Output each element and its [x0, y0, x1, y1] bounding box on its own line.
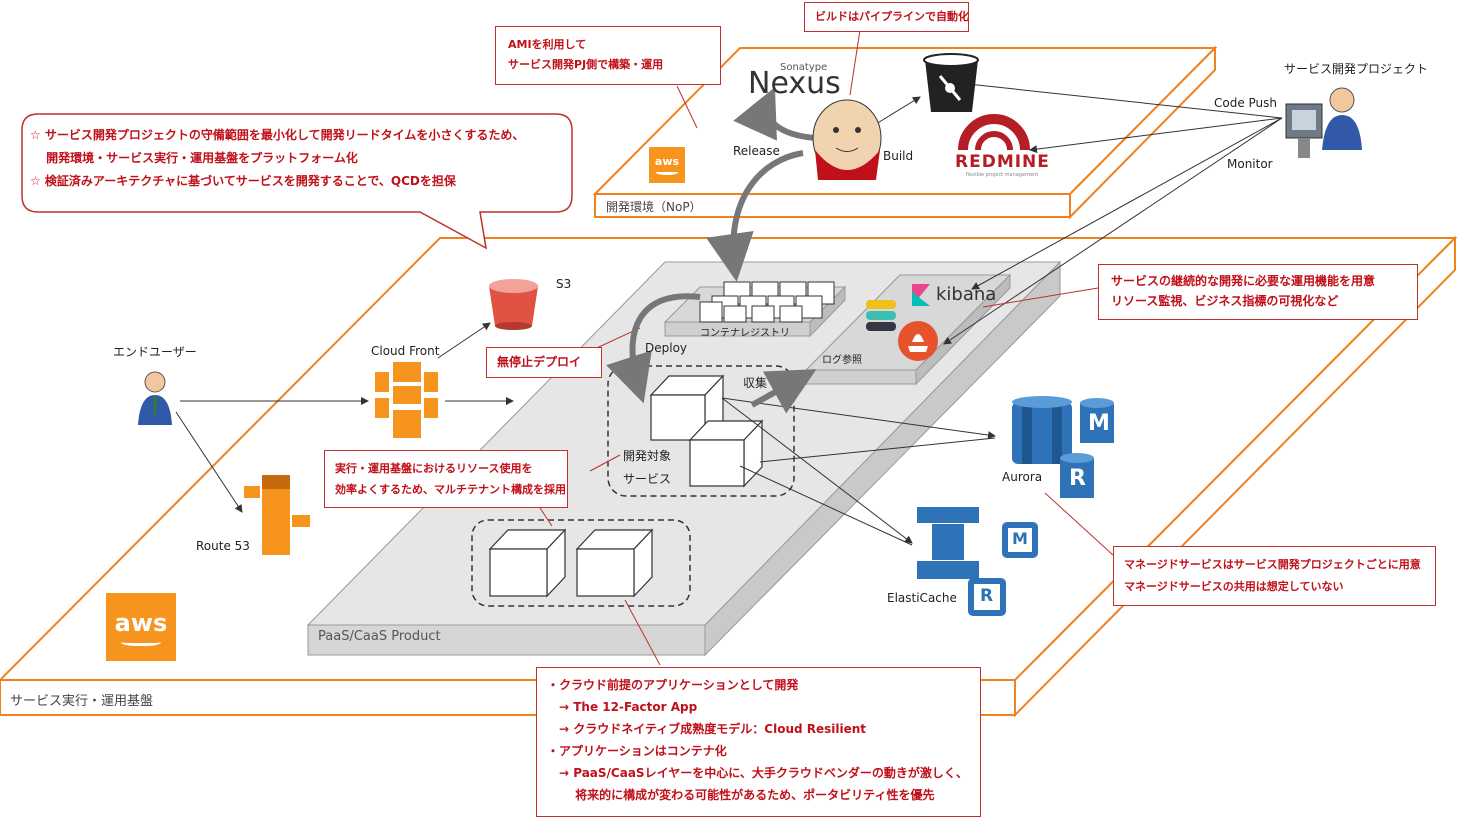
redmine-icon — [958, 114, 1030, 151]
callout-managed: マネージドサービスはサービス開発プロジェクトごとに用意 マネージドサービスの共用… — [1113, 546, 1436, 606]
callout-policy: ☆ サービス開発プロジェクトの守備範囲を最小化して開発リードタイムを小さくするた… — [30, 124, 524, 193]
build-label: Build — [883, 149, 914, 163]
callout-cloud-native: ・クラウド前提のアプリケーションとして開発 → The 12-Factor Ap… — [536, 667, 981, 817]
code-push-label: Code Push — [1214, 96, 1278, 110]
callout-managed-line1: マネージドサービスはサービス開発プロジェクトごとに用意 — [1124, 558, 1421, 571]
callout-policy-line2: 開発環境・サービス実行・運用基盤をプラットフォーム化 — [30, 151, 358, 165]
callout-managed-line2: マネージドサービスの共用は想定していない — [1124, 580, 1344, 593]
chip-m-letter: M — [1012, 529, 1028, 548]
deploy-label: Deploy — [645, 341, 688, 355]
flow-arrows — [606, 87, 817, 414]
cloudfront-label: Cloud Front — [371, 344, 440, 358]
nexus-brand-label: Sonatype — [780, 62, 828, 73]
route53-label: Route 53 — [196, 539, 250, 553]
paas-platform-label: PaaS/CaaS Product — [318, 629, 441, 644]
dev-project-user-icon — [1285, 87, 1362, 158]
callout-leaders — [539, 29, 1114, 666]
collect-label: 収集 — [743, 376, 768, 390]
aurora-label: Aurora — [1002, 470, 1043, 484]
callout-no-downtime: 無停止デプロイ — [486, 347, 602, 378]
callout-multitenant-line2: 効率よくするため、マルチテナント構成を採用 — [335, 483, 566, 496]
prometheus-icon — [898, 321, 938, 361]
s3-icon — [489, 279, 538, 330]
aws-smile-icon-large — [121, 637, 161, 646]
callout-ops: サービスの継続的な開発に必要な運用機能を用意 リソース監視、ビジネス指標の可視化… — [1098, 264, 1418, 320]
callout-cloud-line5: → PaaS/CaaSレイヤーを中心に、大手クラウドベンダーの動きが激しく、 — [547, 766, 968, 780]
callout-no-downtime-text: 無停止デプロイ — [497, 355, 582, 369]
aws-logo-large-text: aws — [114, 608, 168, 637]
s3-label: S3 — [556, 277, 572, 291]
nop-platform — [592, 45, 1218, 220]
kibana-icon — [912, 284, 930, 306]
other-service-group — [471, 519, 691, 607]
aws-logo-large: aws — [106, 593, 176, 661]
elastic-icon — [866, 300, 896, 331]
callout-cloud-line3: → クラウドネイティブ成熟度モデル：Cloud Resilient — [547, 722, 867, 736]
chip-r — [968, 578, 1006, 616]
end-user-icon — [138, 371, 172, 425]
callout-build-auto-text: ビルドはパイプラインで自動化 — [815, 10, 969, 23]
git-icon — [923, 53, 979, 112]
chip-m — [1002, 522, 1038, 558]
callout-cloud-line2: → The 12-Factor App — [547, 700, 698, 714]
callout-policy-line1: ☆ サービス開発プロジェクトの守備範囲を最小化して開発リードタイムを小さくするた… — [30, 128, 525, 142]
route53-icon — [244, 475, 310, 555]
registry-label: コンテナレジストリ — [700, 328, 790, 339]
callout-multitenant-line1: 実行・運用基盤におけるリソース使用を — [335, 462, 533, 475]
callout-build-auto: ビルドはパイプラインで自動化 — [804, 2, 969, 32]
db-r-letter: R — [1069, 466, 1086, 491]
callout-cloud-line4: ・アプリケーションはコンテナ化 — [547, 744, 727, 758]
registry-containers — [699, 281, 835, 323]
elasticache-icon — [917, 507, 979, 579]
callout-ami-line2: サービス開発PJ側で構築・運用 — [508, 58, 664, 71]
cloudfront-icon — [375, 362, 438, 438]
release-label: Release — [733, 144, 780, 158]
db-cylinder-m — [1080, 398, 1114, 443]
redmine-logo-text: REDMINE — [955, 152, 1050, 172]
elasticache-label: ElastiCache — [887, 591, 957, 605]
nexus-logo-text: Nexus — [748, 66, 841, 101]
monitor-label: Monitor — [1227, 157, 1273, 171]
db-cylinder-r — [1060, 453, 1094, 498]
kibana-logo-text: kibana — [936, 284, 997, 305]
aws-smile-icon — [656, 168, 678, 175]
callout-ops-line2: リソース監視、ビジネス指標の可視化など — [1111, 294, 1339, 308]
connections — [175, 80, 1283, 546]
log-label: ログ参照 — [822, 355, 862, 366]
jenkins-icon — [812, 99, 882, 180]
callout-cloud-line6: 将来的に構成が変わる可能性があるため、ポータビリティ性を優先 — [547, 788, 935, 802]
nop-platform-label: 開発環境（NoP） — [606, 200, 702, 214]
callout-ami-line1: AMIを利用して — [508, 38, 587, 51]
callout-multitenant: 実行・運用基盤におけるリソース使用を 効率よくするため、マルチテナント構成を採用 — [324, 450, 568, 508]
db-m-letter: M — [1088, 411, 1110, 436]
aws-logo-small: aws — [649, 147, 685, 183]
aurora-icon — [1012, 396, 1072, 464]
redmine-subtitle: flexible project management — [966, 172, 1039, 178]
chip-r-letter: R — [980, 586, 994, 606]
target-service-label-2: サービス — [623, 472, 672, 486]
callout-cloud-line1: ・クラウド前提のアプリケーションとして開発 — [547, 678, 799, 692]
runtime-platform-label: サービス実行・運用基盤 — [10, 694, 154, 709]
service-cubes — [488, 374, 764, 598]
callout-ops-line1: サービスの継続的な開発に必要な運用機能を用意 — [1111, 274, 1376, 288]
aws-logo-small-text: aws — [654, 155, 680, 168]
end-user-label: エンドユーザー — [113, 345, 197, 359]
target-service-label-1: 開発対象 — [623, 449, 672, 463]
log-slab — [804, 273, 1012, 386]
target-service-group — [607, 365, 795, 497]
callout-policy-bubble — [21, 113, 573, 250]
dev-project-label: サービス開発プロジェクト — [1284, 62, 1429, 76]
callout-ami: AMIを利用して サービス開発PJ側で構築・運用 — [495, 26, 721, 85]
callout-policy-line3: ☆ 検証済みアーキテクチャに基づいてサービスを開発することで、QCDを担保 — [30, 174, 456, 188]
